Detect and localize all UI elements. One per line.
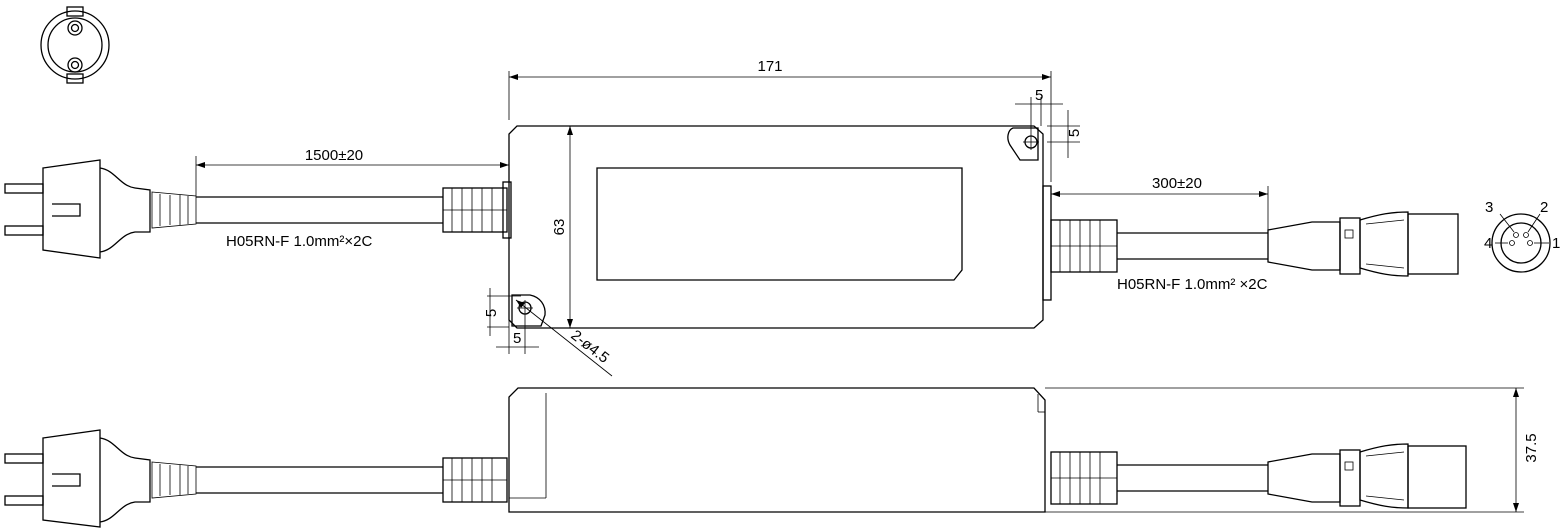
- body-length-label: 171: [757, 58, 782, 75]
- driver-body-top: [508, 125, 1052, 329]
- input-cable-spec-label: H05RN-F 1.0mm²×2C: [226, 233, 372, 250]
- connector-face-view: [1491, 213, 1551, 273]
- output-cable-top: [1117, 232, 1268, 260]
- output-cable-side: [1117, 464, 1268, 492]
- pin-3-label: 3: [1485, 199, 1493, 216]
- input-plug-top: [4, 159, 197, 259]
- pin-1-label: 1: [1552, 235, 1560, 252]
- dim-body-height: [567, 126, 573, 328]
- hole-offset-x-label-left: 5: [513, 330, 521, 347]
- dim-hole-top-right: [1015, 97, 1080, 158]
- body-thickness-label: 37.5: [1523, 433, 1540, 462]
- dim-hole-bottom-left: [487, 288, 613, 377]
- output-strain-relief-top: [1050, 219, 1118, 273]
- pin-2-label: 2: [1540, 199, 1548, 216]
- pin-4-label: 4: [1484, 235, 1492, 252]
- output-cable-spec-label: H05RN-F 1.0mm² ×2C: [1117, 276, 1268, 293]
- dim-body-length: [508, 71, 1052, 182]
- dim-output-cable: [1051, 186, 1269, 230]
- body-height-label: 63: [551, 219, 568, 236]
- dim-body-thickness: [1045, 387, 1524, 513]
- input-strain-relief-side: [442, 457, 508, 503]
- output-strain-relief-side: [1050, 451, 1118, 505]
- output-connector-side: [1267, 443, 1467, 509]
- input-cable-side: [196, 466, 443, 494]
- driver-body-side: [508, 387, 1046, 513]
- input-plug-side: [4, 429, 197, 528]
- dim-input-cable: [195, 156, 510, 196]
- input-strain-relief-top: [442, 181, 512, 239]
- input-cable-top: [196, 196, 443, 224]
- mount-holes-label: 2-ø4.5: [568, 327, 613, 367]
- plug-face-view: [40, 6, 110, 84]
- hole-offset-y-label-left: 5: [483, 309, 500, 317]
- input-cable-length-label: 1500±20: [305, 147, 363, 164]
- hole-offset-y-label: 5: [1066, 129, 1083, 137]
- output-connector-top: [1267, 211, 1459, 277]
- output-cable-length-label: 300±20: [1152, 175, 1202, 192]
- hole-offset-x-label: 5: [1035, 87, 1043, 104]
